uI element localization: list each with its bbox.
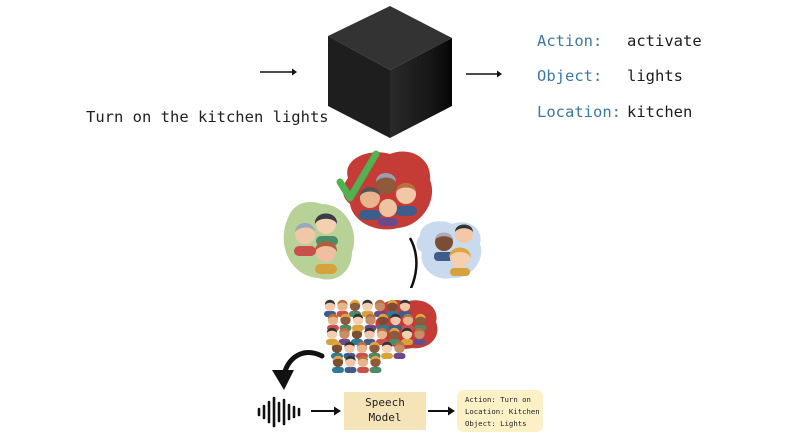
slot-value-action: activate	[627, 32, 702, 50]
curved-arrow-icon	[272, 350, 325, 390]
crowd-icon	[324, 299, 438, 373]
speech-model-label-line2: Model	[368, 411, 402, 424]
crowd-person-icon	[369, 355, 382, 373]
slot-key-action: Action:	[537, 32, 603, 50]
black-box-cube-icon	[328, 6, 452, 138]
result-line-location: Location: Kitchen	[465, 406, 540, 416]
people-groups-illustration	[283, 150, 482, 288]
arrow-to-result	[428, 406, 455, 416]
waveform-black-icon	[257, 396, 301, 428]
face-1	[294, 223, 316, 256]
speech-model-label-line1: Speech	[365, 396, 405, 410]
result-line-action: Action: Turn on	[465, 395, 531, 404]
result-box: Action: Turn on Location: Kitchen Object…	[457, 390, 543, 432]
crowd-person-icon	[386, 299, 399, 317]
green-people-group-icon	[283, 201, 355, 280]
crowd-person-icon	[344, 355, 357, 373]
face-3	[314, 241, 338, 274]
crowd-person-icon	[393, 341, 406, 359]
utterance-caption: Turn on the kitchen lights	[86, 108, 329, 126]
crowd-person-icon	[381, 341, 393, 359]
checkmark-icon	[336, 150, 380, 202]
waveform-icon	[121, 42, 245, 100]
speech-model-box: Speech Model	[344, 392, 426, 430]
crowd-person-icon	[332, 355, 344, 373]
crowd-person-icon	[401, 327, 413, 345]
crowd-person-icon	[413, 327, 426, 345]
crowd-person-icon	[326, 327, 338, 345]
slot-value-location: kitchen	[627, 103, 693, 121]
arrow-to-blackbox	[260, 68, 297, 76]
blue-people-group-icon	[416, 221, 482, 279]
curved-arrow-down-icon	[408, 237, 418, 288]
crowd-person-icon	[352, 313, 364, 331]
arrow-to-slots	[466, 70, 502, 78]
result-line-object: Object: Lights	[465, 418, 527, 428]
slot-key-object: Object:	[537, 67, 603, 85]
arrow-to-speech-model	[311, 406, 341, 416]
crowd-person-icon	[357, 355, 369, 373]
slot-key-location: Location:	[537, 103, 621, 121]
slot-value-object: lights	[627, 67, 683, 85]
